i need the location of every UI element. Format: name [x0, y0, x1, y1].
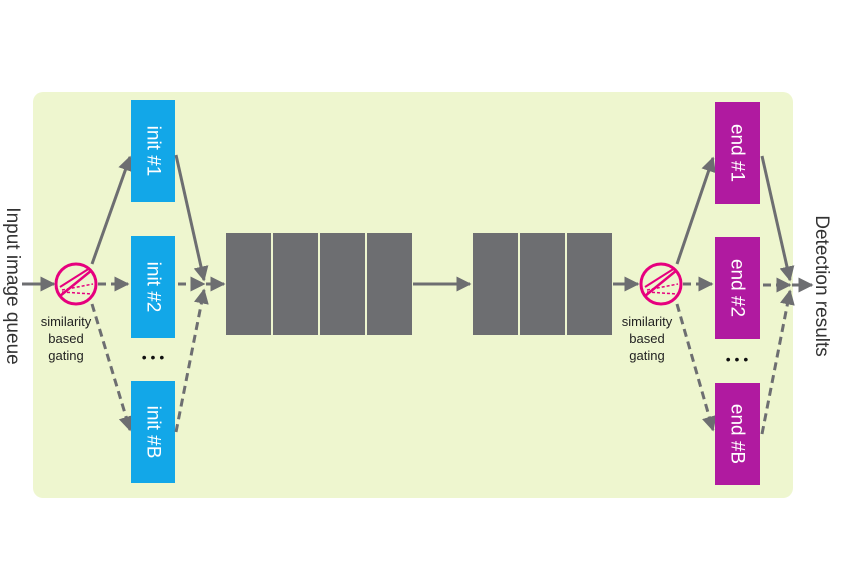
layer-block [367, 233, 412, 335]
end-block-1 [715, 102, 760, 204]
gate-right-line2: based [629, 331, 664, 346]
end-block-2 [715, 237, 760, 339]
similarity-gate-icon-right [639, 262, 683, 306]
arrow-init-1-to-merge [174, 154, 209, 282]
layer-block [226, 233, 271, 335]
arrow-end-1-to-output [760, 155, 795, 282]
arrow-gate-to-init-b [90, 303, 134, 432]
init-block-b [131, 381, 175, 483]
gate-right-line1: similarity [622, 314, 673, 329]
arrow-init-b-to-merge [174, 288, 209, 433]
arrow-gate-to-init-1 [90, 155, 133, 265]
init-block-2-label: init #2 [143, 262, 164, 313]
init-block-1 [131, 100, 175, 202]
gate-left-line2: based [48, 331, 83, 346]
end-block-b [715, 383, 760, 485]
layer-block [273, 233, 318, 335]
input-image-queue-label: Input image queue [2, 207, 23, 364]
arrow-gate-to-end-b [675, 303, 717, 432]
layer-block [473, 233, 518, 335]
arrow-end-b-to-output [760, 289, 795, 435]
layer-block [320, 233, 365, 335]
arrow-gate-to-end-1 [675, 156, 716, 265]
end-block-2-label: end #2 [727, 259, 748, 317]
background-panel [33, 92, 793, 498]
layer-group-1 [226, 233, 412, 335]
gate-left-line3: gating [48, 348, 83, 363]
end-ellipsis: • • • [726, 351, 749, 367]
init-block-2 [131, 236, 175, 338]
layer-block [567, 233, 612, 335]
layer-group-2 [473, 233, 612, 335]
init-block-b-label: init #B [143, 406, 164, 459]
init-block-1-label: init #1 [143, 126, 164, 177]
similarity-gate-icon-left [54, 262, 98, 306]
detection-results-label: Detection results [811, 215, 832, 357]
gate-right-line3: gating [629, 348, 664, 363]
end-block-b-label: end #B [727, 404, 748, 464]
layer-block [520, 233, 565, 335]
init-ellipsis: • • • [142, 349, 165, 365]
end-block-1-label: end #1 [727, 124, 748, 182]
gate-left-line1: similarity [41, 314, 92, 329]
